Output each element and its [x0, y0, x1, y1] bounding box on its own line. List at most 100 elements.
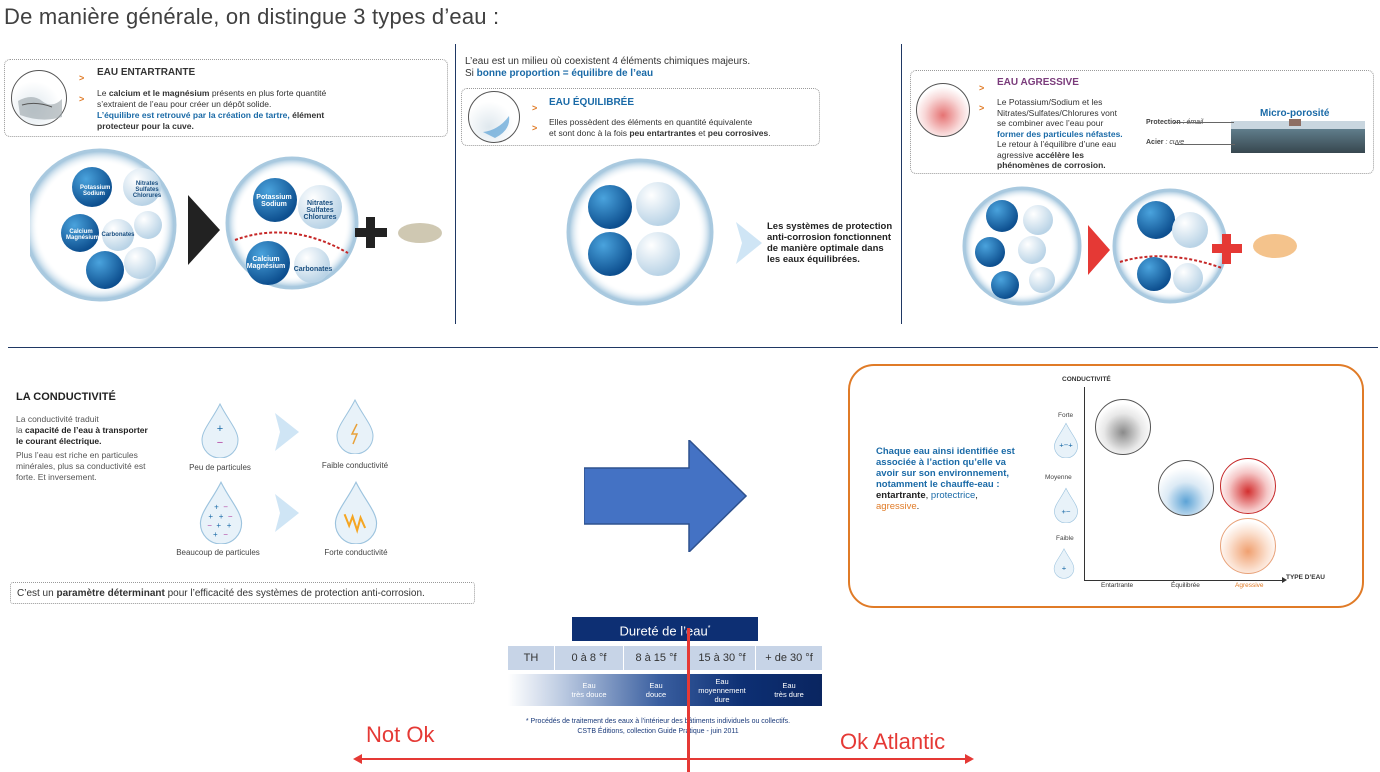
marker-equilibree [1158, 460, 1214, 516]
x-label-agressive: Agressive [1235, 582, 1264, 589]
arrow-right-icon [275, 494, 299, 532]
acier-label: Acier : cuve [1146, 139, 1185, 146]
svg-text:+: + [208, 512, 213, 521]
conductivite-heading: LA CONDUCTIVITÉ [16, 391, 116, 403]
durete-range-1: 0 à 8 °f [555, 646, 624, 670]
equilibree-heading: EAU ÉQUILIBRÉE [549, 97, 635, 108]
drop-moyenne-icon: +− [1054, 487, 1078, 523]
caption-beaucoup: Beaucoup de particules [176, 548, 260, 557]
y-label-moyenne: Moyenne [1045, 474, 1072, 481]
page-title: De manière générale, on distingue 3 type… [4, 4, 500, 29]
svg-text:+: + [214, 503, 219, 512]
molecule-label: Potassium Sodium [256, 194, 292, 208]
drop-low-conductivity-icon [336, 398, 374, 454]
conductivity-panel [848, 364, 1364, 608]
big-arrow-icon [584, 440, 747, 552]
durete-label-4: Eau très dure [774, 681, 804, 699]
equilibree-box: > EAU ÉQUILIBRÉE > Elles possèdent des é… [461, 88, 820, 146]
y-label-faible: Faible [1056, 535, 1074, 542]
y-axis-title: CONDUCTIVITÉ [1062, 376, 1111, 383]
svg-text:+: + [213, 530, 218, 539]
durete-label-1: Eau très douce [571, 681, 607, 699]
molecule-label: Carbonates [293, 266, 333, 273]
entartrante-icon [11, 70, 67, 126]
durete-th: TH [508, 646, 555, 670]
equilibree-text: Elles possèdent des éléments en quantité… [549, 117, 771, 138]
x-axis-title: TYPE D’EAU [1286, 574, 1326, 581]
svg-text:+: + [1062, 564, 1067, 573]
equilibree-intro: L’eau est un milieu où coexistent 4 élém… [465, 56, 751, 79]
molecule-label: Nitrates Sulfates Chlorures [132, 181, 162, 199]
entartrante-heading: EAU ENTARTRANTE [97, 67, 196, 78]
equilibree-illustration [566, 158, 714, 306]
svg-text:+: + [217, 423, 223, 435]
y-label-forte: Forte [1058, 412, 1074, 419]
durete-gradient: Eau très douce Eau douce Eau moyennement… [508, 674, 822, 706]
arrow-right-icon [736, 222, 762, 264]
y-axis [1084, 387, 1085, 580]
section-divider [8, 347, 1378, 348]
durete-range-3: 15 à 30 °f [689, 646, 756, 670]
agressive-illustration [962, 186, 1297, 306]
svg-text:−: − [223, 503, 228, 512]
molecule-label: Calcium Magnésium [66, 229, 100, 241]
arrow-left-icon [353, 754, 362, 764]
svg-text:+: + [216, 521, 221, 530]
agressive-box: > EAU AGRESSIVE > Le Potassium/Sodium et… [910, 70, 1374, 174]
svg-text:−: − [217, 437, 223, 449]
molecule-label: Nitrates Sulfates Chlorures [303, 200, 337, 221]
agressive-text: Le Potassium/Sodium et les Nitrates/Sulf… [997, 97, 1123, 170]
entartrante-text: Le calcium et le magnésium présents en p… [97, 88, 327, 131]
durete-ranges: TH 0 à 8 °f 8 à 15 °f 15 à 30 °f + de 30… [508, 646, 822, 670]
x-label-entartrante: Entartrante [1101, 582, 1134, 589]
arrow-right-icon [275, 413, 299, 451]
x-axis [1084, 580, 1282, 581]
svg-text:−: − [223, 530, 228, 539]
drop-many-particles-icon: +−++−−+++− [199, 481, 243, 544]
marker-agressive-moyenne [1220, 518, 1276, 574]
caption-peu: Peu de particules [189, 463, 251, 472]
molecule-label: Potassium Sodium [80, 185, 111, 197]
entartrante-illustration [30, 148, 442, 302]
marker-entartrante [1095, 399, 1151, 455]
drop-faible-icon: + [1053, 548, 1075, 579]
panel-text: Chaque eau ainsi identifiée est associée… [876, 446, 1015, 512]
threshold-line [687, 628, 690, 772]
steel-layer [1231, 129, 1365, 153]
molecule-label: Carbonates [101, 232, 135, 238]
separator-right [901, 44, 902, 324]
durete-range-2: 8 à 15 °f [624, 646, 689, 670]
svg-text:+: + [227, 521, 232, 530]
drop-forte-icon: +−+ [1054, 422, 1078, 458]
svg-text:+−+: +−+ [1059, 441, 1073, 450]
caption-forte: Forte conductivité [324, 548, 388, 557]
equilibree-icon [468, 91, 520, 143]
x-label-equilibree: Équilibrée [1171, 582, 1200, 589]
svg-text:+−: +− [1062, 507, 1071, 516]
durete-label-2: Eau douce [645, 681, 667, 699]
arrow-right-icon [965, 754, 974, 764]
separator-left [455, 44, 456, 324]
entartrante-box: > EAU ENTARTRANTE > Le calcium et le mag… [4, 59, 448, 137]
parametre-note: C’est un paramètre déterminant pour l’ef… [10, 582, 475, 604]
verdict-not-ok: Not Ok [366, 722, 435, 747]
svg-text:−: − [207, 521, 212, 530]
agressive-heading: EAU AGRESSIVE [997, 77, 1079, 88]
durete-range-4: + de 30 °f [756, 646, 822, 670]
durete-label-3: Eau moyennement dure [698, 676, 746, 704]
verdict-arrow [360, 758, 968, 760]
agressive-icon [916, 83, 970, 137]
micro-porosite-defect [1289, 119, 1301, 126]
durete-title: Dureté de l’eau* [572, 617, 758, 641]
drop-high-conductivity-icon [334, 481, 378, 544]
caption-faible: Faible conductivité [321, 461, 389, 470]
verdict-ok-atlantic: Ok Atlantic [840, 729, 946, 754]
durete-footnote: * Procédés de traitement des eaux à l’in… [525, 718, 791, 735]
marker-agressive-forte [1220, 458, 1276, 514]
conductivite-text: La conductivité traduit la capacité de l… [16, 414, 148, 482]
svg-text:+: + [219, 512, 224, 521]
micro-porosite-title: Micro-porosité [1260, 108, 1330, 119]
molecule-label: Calcium Magnésium [246, 256, 286, 270]
drop-few-particles-icon: +− [201, 402, 239, 458]
